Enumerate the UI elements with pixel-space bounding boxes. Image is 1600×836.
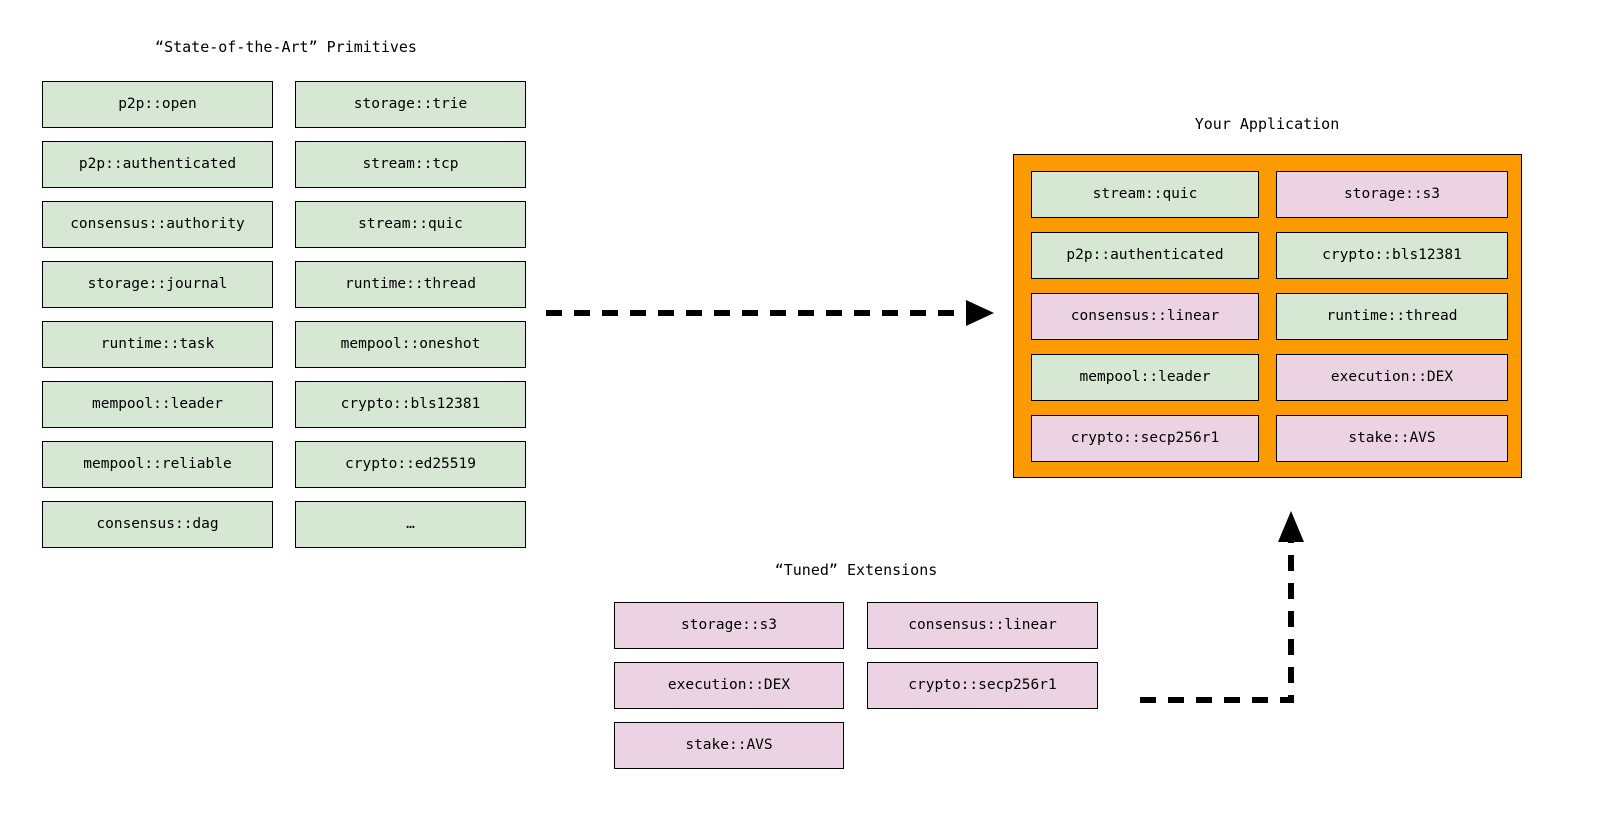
primitive-chip-right-1: stream::tcp	[295, 141, 526, 188]
primitive-chip-right-4: mempool::oneshot	[295, 321, 526, 368]
extension-chip-right-1-label: crypto::secp256r1	[908, 677, 1057, 694]
primitive-chip-right-3-label: runtime::thread	[345, 276, 476, 293]
primitive-chip-right-7: …	[295, 501, 526, 548]
application-chip-left-1-label: p2p::authenticated	[1066, 247, 1224, 264]
extension-chip-left-1-label: execution::DEX	[667, 677, 791, 694]
primitive-chip-left-5-label: mempool::leader	[92, 396, 223, 413]
application-chip-left-2: consensus::linear	[1031, 293, 1259, 340]
application-chip-right-3-label: execution::DEX	[1330, 369, 1454, 386]
primitive-chip-right-3: runtime::thread	[295, 261, 526, 308]
arrow-extensions-to-application-head	[1278, 511, 1304, 542]
arrow-extensions-to-application	[1140, 511, 1304, 703]
primitive-chip-left-2: consensus::authority	[42, 201, 273, 248]
application-chip-left-4-label: crypto::secp256r1	[1070, 430, 1220, 447]
application-chip-right-4-label: stake::AVS	[1348, 430, 1436, 447]
extension-chip-left-1: execution::DEX	[614, 662, 844, 709]
primitive-chip-left-1: p2p::authenticated	[42, 141, 273, 188]
primitive-chip-left-6-label: mempool::reliable	[83, 456, 232, 473]
application-chip-right-2: runtime::thread	[1276, 293, 1508, 340]
application-chip-right-0-label: storage::s3	[1343, 186, 1441, 203]
application-chip-left-2-label: consensus::linear	[1070, 308, 1220, 325]
primitives-section-title: “State-of-the-Art” Primitives	[155, 38, 417, 56]
application-chip-right-3: execution::DEX	[1276, 354, 1508, 401]
primitive-chip-left-5: mempool::leader	[42, 381, 273, 428]
application-chip-left-0: stream::quic	[1031, 171, 1259, 218]
extension-chip-left-0-label: storage::s3	[680, 617, 778, 634]
primitive-chip-right-0: storage::trie	[295, 81, 526, 128]
primitive-chip-right-7-label: …	[406, 516, 415, 533]
application-chip-right-4: stake::AVS	[1276, 415, 1508, 462]
extension-chip-right-0: consensus::linear	[867, 602, 1098, 649]
primitive-chip-right-6: crypto::ed25519	[295, 441, 526, 488]
primitive-chip-right-2: stream::quic	[295, 201, 526, 248]
extension-chip-left-2: stake::AVS	[614, 722, 844, 769]
application-chip-left-1: p2p::authenticated	[1031, 232, 1259, 279]
arrow-primitives-to-application	[546, 300, 994, 326]
primitive-chip-left-4: runtime::task	[42, 321, 273, 368]
primitive-chip-left-3: storage::journal	[42, 261, 273, 308]
arrow-primitives-to-application-head	[966, 300, 994, 326]
application-chip-left-3: mempool::leader	[1031, 354, 1259, 401]
arrow-extensions-to-application-line	[1140, 540, 1294, 703]
application-chip-right-1: crypto::bls12381	[1276, 232, 1508, 279]
application-chip-left-4: crypto::secp256r1	[1031, 415, 1259, 462]
primitive-chip-right-1-label: stream::tcp	[362, 156, 459, 173]
application-chip-left-0-label: stream::quic	[1092, 186, 1198, 203]
primitive-chip-left-4-label: runtime::task	[100, 336, 215, 353]
application-section-title: Your Application	[1194, 115, 1340, 133]
primitive-chip-right-6-label: crypto::ed25519	[345, 456, 476, 473]
application-chip-left-3-label: mempool::leader	[1079, 369, 1211, 386]
extension-chip-right-0-label: consensus::linear	[908, 617, 1057, 634]
primitive-chip-left-0-label: p2p::open	[118, 96, 197, 113]
primitive-chip-left-0: p2p::open	[42, 81, 273, 128]
primitive-chip-right-5: crypto::bls12381	[295, 381, 526, 428]
extension-chip-left-2-label: stake::AVS	[685, 737, 773, 754]
primitive-chip-left-7-label: consensus::dag	[96, 516, 219, 533]
primitive-chip-left-1-label: p2p::authenticated	[78, 156, 237, 173]
primitive-chip-right-4-label: mempool::oneshot	[340, 336, 481, 353]
primitive-chip-left-6: mempool::reliable	[42, 441, 273, 488]
application-chip-right-1-label: crypto::bls12381	[1322, 247, 1462, 264]
extensions-section-title: “Tuned” Extensions	[774, 561, 938, 579]
primitive-chip-left-7: consensus::dag	[42, 501, 273, 548]
application-chip-right-2-label: runtime::thread	[1326, 308, 1458, 325]
extension-chip-right-1: crypto::secp256r1	[867, 662, 1098, 709]
extension-chip-left-0: storage::s3	[614, 602, 844, 649]
application-chip-right-0: storage::s3	[1276, 171, 1508, 218]
primitive-chip-left-3-label: storage::journal	[87, 276, 228, 293]
primitive-chip-right-0-label: storage::trie	[353, 96, 468, 113]
primitive-chip-right-5-label: crypto::bls12381	[340, 396, 481, 413]
primitive-chip-left-2-label: consensus::authority	[70, 216, 245, 233]
primitive-chip-right-2-label: stream::quic	[358, 216, 463, 233]
